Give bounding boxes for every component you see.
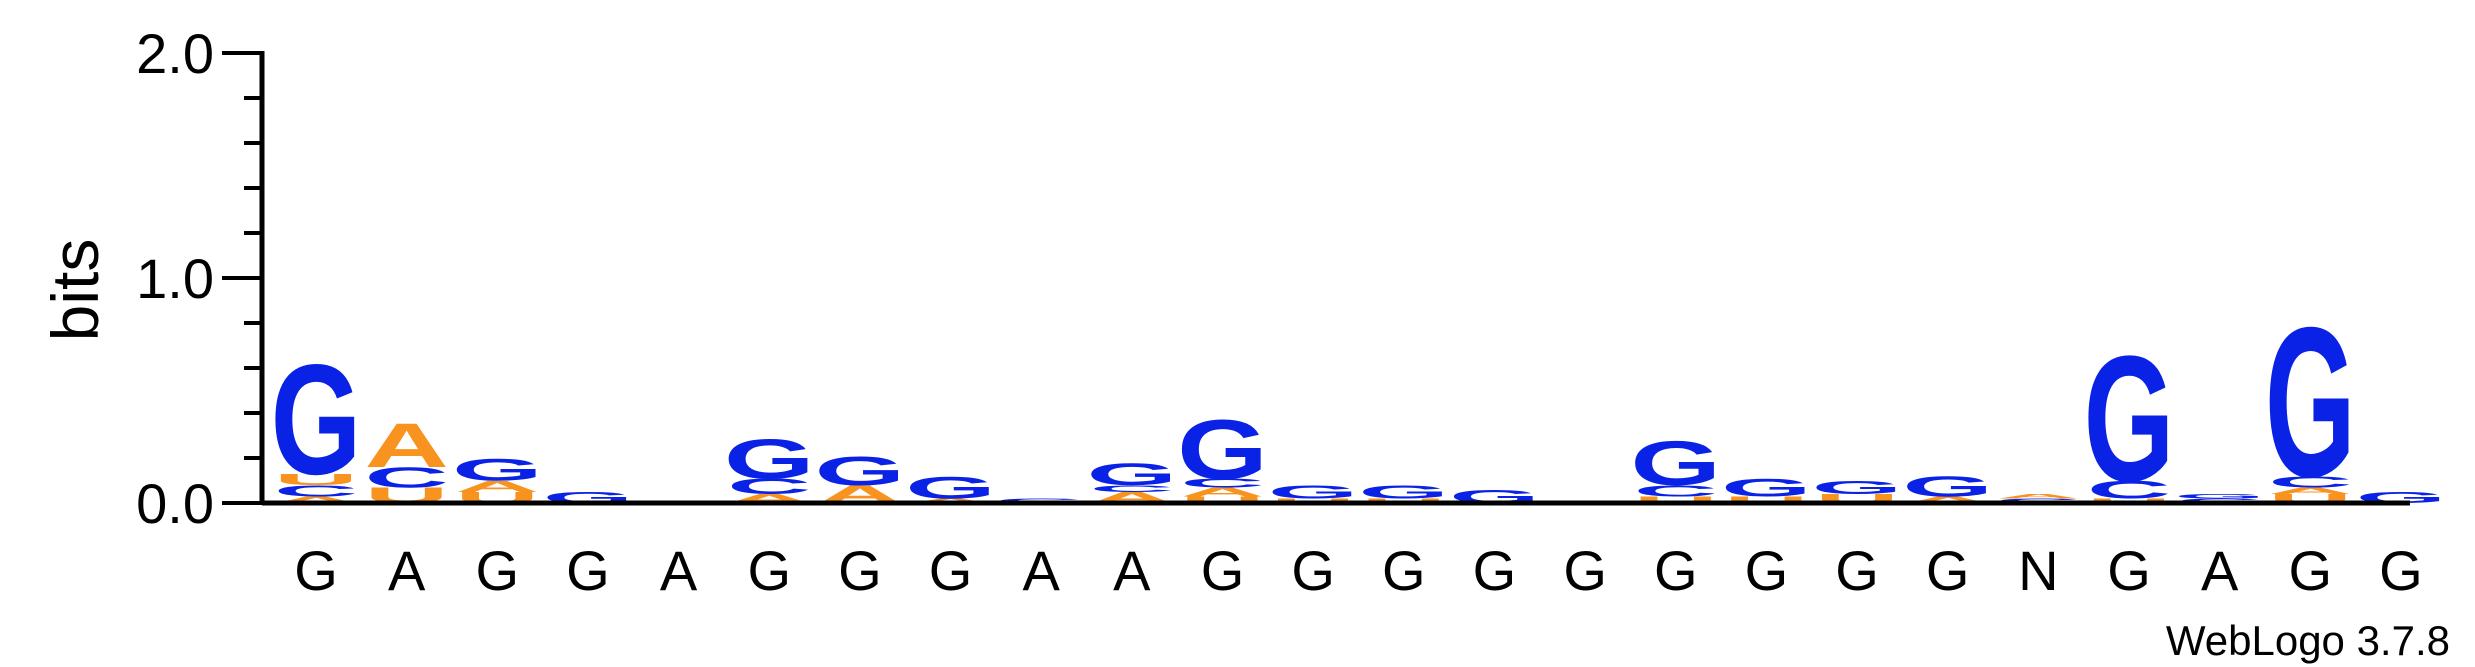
logo-glyph: G [724, 428, 815, 491]
logo-glyph: C [2268, 473, 2352, 491]
logo-glyph: G [1086, 457, 1177, 492]
x-position-label: G [2379, 539, 2423, 602]
logo-glyph: G [2265, 284, 2356, 522]
logo-glyph: G [905, 471, 996, 506]
logo-glyph: G [1630, 428, 1721, 498]
x-position-label: A [2201, 539, 2239, 602]
y-tick-label: 0.0 [136, 472, 214, 535]
logo-glyph: C [1090, 483, 1174, 494]
logo-glyph: G [1358, 481, 1449, 502]
logo-glyph: G [452, 453, 543, 488]
x-position-label: G [1563, 539, 1607, 602]
x-position-label: G [1835, 539, 1879, 602]
logo-glyph: U [1634, 494, 1718, 505]
x-position-label: G [929, 539, 973, 602]
logo-glyph: A [2268, 485, 2352, 496]
x-position-label: A [388, 539, 426, 602]
weblogo-credit: WebLogo 3.7.8 [2166, 617, 2450, 664]
x-position-label: G [566, 539, 610, 602]
x-position-label: G [294, 539, 338, 602]
logo-glyph: G [1268, 481, 1359, 502]
y-tick-label: 2.0 [136, 22, 214, 85]
x-position-label: G [1745, 539, 1789, 602]
logo-glyph: G [271, 333, 362, 508]
x-position-label: G [2289, 539, 2333, 602]
x-position-label: N [2018, 539, 2058, 602]
x-position-label: A [1023, 539, 1061, 602]
y-tick-label: 1.0 [136, 247, 214, 310]
logo-glyph: G [1721, 474, 1812, 502]
logo-stacks: ACUGUCAUAGGACGAGAGGACGUACGUGUGGUCGUGUGAG… [271, 284, 2447, 522]
logo-glyph: A [365, 410, 449, 480]
logo-glyph: G [2084, 319, 2175, 519]
x-position-label: G [1926, 539, 1970, 602]
x-position-label: G [747, 539, 791, 602]
y-axis-title: bits [38, 239, 112, 342]
x-position-label: G [1382, 539, 1426, 602]
logo-glyph: A [274, 494, 358, 505]
logo-glyph: A [1906, 494, 1990, 505]
logo-glyph: C [2087, 476, 2171, 504]
logo-glyph: A [1996, 493, 2080, 500]
x-position-label: A [1113, 539, 1151, 602]
x-position-label: G [1473, 539, 1517, 602]
x-position-label: G [1654, 539, 1698, 602]
x-position-label: G [838, 539, 882, 602]
logo-glyph: C [1180, 476, 1264, 490]
logo-glyph: U [274, 471, 358, 489]
x-position-label: G [2107, 539, 2151, 602]
logo-glyph: G [2174, 493, 2265, 500]
logo-glyph: C [365, 462, 449, 494]
logo-glyph: G [1902, 471, 1993, 503]
logo-glyph: C [1634, 482, 1718, 500]
logo-glyph: U [1724, 494, 1808, 505]
logo-glyph: C [274, 482, 358, 500]
logo-glyph: G [1812, 477, 1903, 498]
logo-glyph: A [1180, 485, 1264, 499]
logo-glyph: U [1180, 494, 1264, 505]
x-position-label: G [1291, 539, 1335, 602]
x-position-label: G [476, 539, 520, 602]
y-axis: 0.0 1.0 2.0 [136, 22, 265, 535]
x-position-label: G [1201, 539, 1245, 602]
x-position-label: A [660, 539, 698, 602]
logo-glyph: C [727, 474, 811, 499]
logo-glyph: G [1177, 402, 1268, 497]
logo-glyph: A [455, 478, 539, 496]
logo-glyph: G [815, 448, 906, 494]
